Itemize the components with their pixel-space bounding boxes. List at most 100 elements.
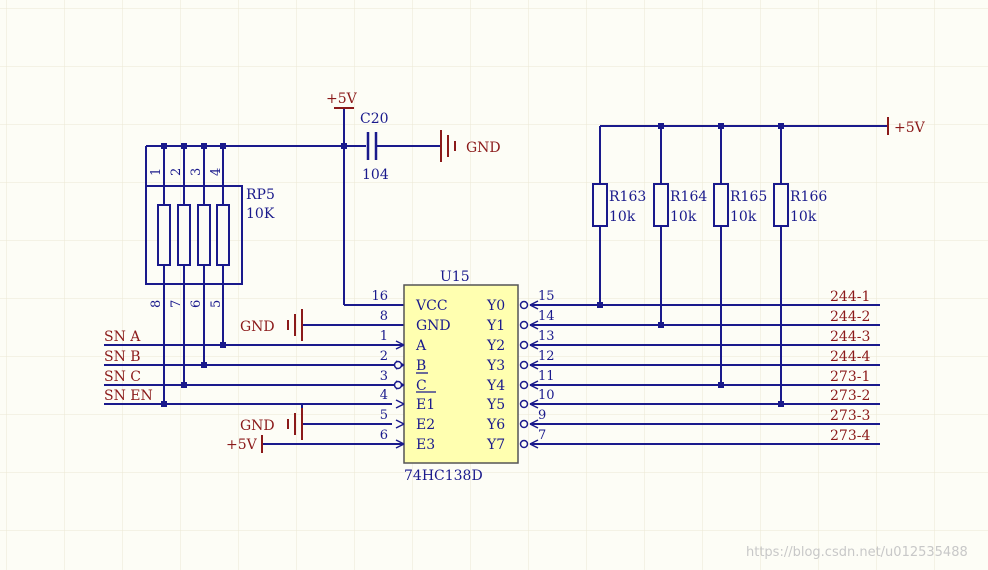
resistor-pack-rp5: [145, 185, 243, 285]
inversion-bubble: [519, 380, 529, 390]
inversion-bubble: [519, 439, 529, 449]
rp5-element-4: [216, 204, 230, 266]
ic-pin-number: 2: [380, 349, 388, 364]
resistor-ref-label: R163: [609, 189, 646, 205]
ic-pin-number: 10: [538, 388, 555, 403]
rp5-pin-number: 5: [209, 300, 224, 308]
ic-pin-name: Y4: [486, 378, 505, 394]
junction-dot: [181, 382, 187, 388]
rp5-pin-number: 8: [149, 300, 164, 308]
power-symbols: [261, 107, 889, 453]
ic-ref-label: U15: [440, 269, 470, 285]
resistor-ref-label: R166: [790, 189, 827, 205]
input-arrow-marker: [395, 340, 405, 350]
ic-pin-number: 12: [538, 349, 555, 364]
input-arrow-marker: [395, 419, 405, 429]
ic-pin-number: 14: [538, 309, 555, 324]
gnd-label-e2: GND: [240, 418, 275, 434]
output-arrow-marker: [529, 340, 539, 350]
ic-pin-number: 3: [380, 369, 388, 384]
output-net-label: 244-1: [830, 289, 870, 305]
vcc-label-top: +5V: [326, 91, 358, 107]
ic-u15-body: [403, 284, 519, 464]
capacitor-c20: [366, 132, 378, 160]
ic-pin-name: E1: [416, 397, 435, 413]
output-arrow-marker: [529, 320, 539, 330]
inversion-bubble: [519, 399, 529, 409]
junctions: [161, 123, 784, 407]
input-arrow-marker: [395, 439, 405, 449]
junction-dot: [658, 322, 664, 328]
inversion-bubble: [519, 340, 529, 350]
ic-pin-number: 4: [380, 388, 388, 403]
ic-pin-name: A: [415, 338, 427, 354]
input-net-label: SN C: [104, 369, 141, 385]
ic-pin-name: GND: [416, 318, 451, 334]
ic-pin-name: Y7: [486, 437, 505, 453]
rp5-pin-number: 7: [169, 300, 184, 308]
inversion-bubble: [393, 380, 403, 390]
gnd-label-pin8: GND: [240, 319, 275, 335]
output-net-label: 273-3: [830, 408, 870, 424]
ic-pin-number: 6: [380, 428, 388, 443]
vcc-label-left: +5V: [226, 437, 258, 453]
gnd-label-cap: GND: [466, 140, 501, 156]
resistor-ref-label: R165: [730, 189, 767, 205]
output-arrow-marker: [529, 380, 539, 390]
junction-dot: [597, 302, 603, 308]
input-arrow-marker: [395, 399, 405, 409]
ic-pin-name: Y5: [486, 397, 505, 413]
junction-dot: [220, 143, 226, 149]
ic-pin-number: 8: [380, 309, 388, 324]
resistor-r164: [653, 183, 669, 227]
ic-pin-name: VCC: [415, 298, 448, 314]
junction-dot: [220, 342, 226, 348]
output-net-label: 244-2: [830, 309, 870, 325]
ic-pin-number: 13: [538, 329, 555, 344]
junction-dot: [718, 123, 724, 129]
output-net-label: 273-4: [830, 428, 870, 444]
output-net-label: 244-3: [830, 329, 870, 345]
junction-dot: [658, 123, 664, 129]
output-net-label: 273-1: [830, 369, 870, 385]
ic-part-label: 74HC138D: [404, 468, 483, 484]
watermark: https://blog.csdn.net/u012535488: [746, 545, 968, 560]
resistor-value-label: 10k: [790, 209, 817, 225]
output-net-label: 273-2: [830, 388, 870, 404]
wires: [104, 108, 888, 445]
ic-pin-number: 1: [380, 329, 388, 344]
inversion-bubble: [519, 419, 529, 429]
junction-dot: [718, 382, 724, 388]
rp5-element-1: [157, 204, 171, 266]
ic-pin-graphics: [393, 300, 539, 449]
output-arrow-marker: [529, 300, 539, 310]
junction-dot: [778, 123, 784, 129]
ic-pin-name: Y2: [486, 338, 505, 354]
junction-dot: [341, 143, 347, 149]
output-arrow-marker: [529, 439, 539, 449]
ic-pin-number: 11: [538, 369, 555, 384]
ic-pin-number: 7: [538, 428, 546, 443]
junction-dot: [181, 143, 187, 149]
ic-pin-name: E3: [416, 437, 435, 453]
pullup-resistors: [592, 183, 789, 227]
ic-pin-name: B: [416, 358, 426, 374]
input-net-label: SN A: [104, 329, 141, 345]
inversion-bubble: [393, 360, 403, 370]
junction-dot: [201, 143, 207, 149]
ic-pin-name: Y3: [486, 358, 505, 374]
ic-pin-name: Y0: [486, 298, 505, 314]
ic-pin-number: 9: [538, 408, 546, 423]
rp5-ref-label: RP5: [246, 187, 275, 203]
input-net-label: SN B: [104, 349, 141, 365]
rp5-pin-number: 3: [189, 168, 204, 176]
output-arrow-marker: [529, 399, 539, 409]
resistor-r166: [773, 183, 789, 227]
ic-pin-name: Y1: [486, 318, 505, 334]
inversion-bubble: [519, 360, 529, 370]
ic-pin-number: 15: [538, 289, 555, 304]
resistor-value-label: 10k: [730, 209, 757, 225]
rp5-element-3: [197, 204, 211, 266]
resistor-ref-label: R164: [670, 189, 707, 205]
